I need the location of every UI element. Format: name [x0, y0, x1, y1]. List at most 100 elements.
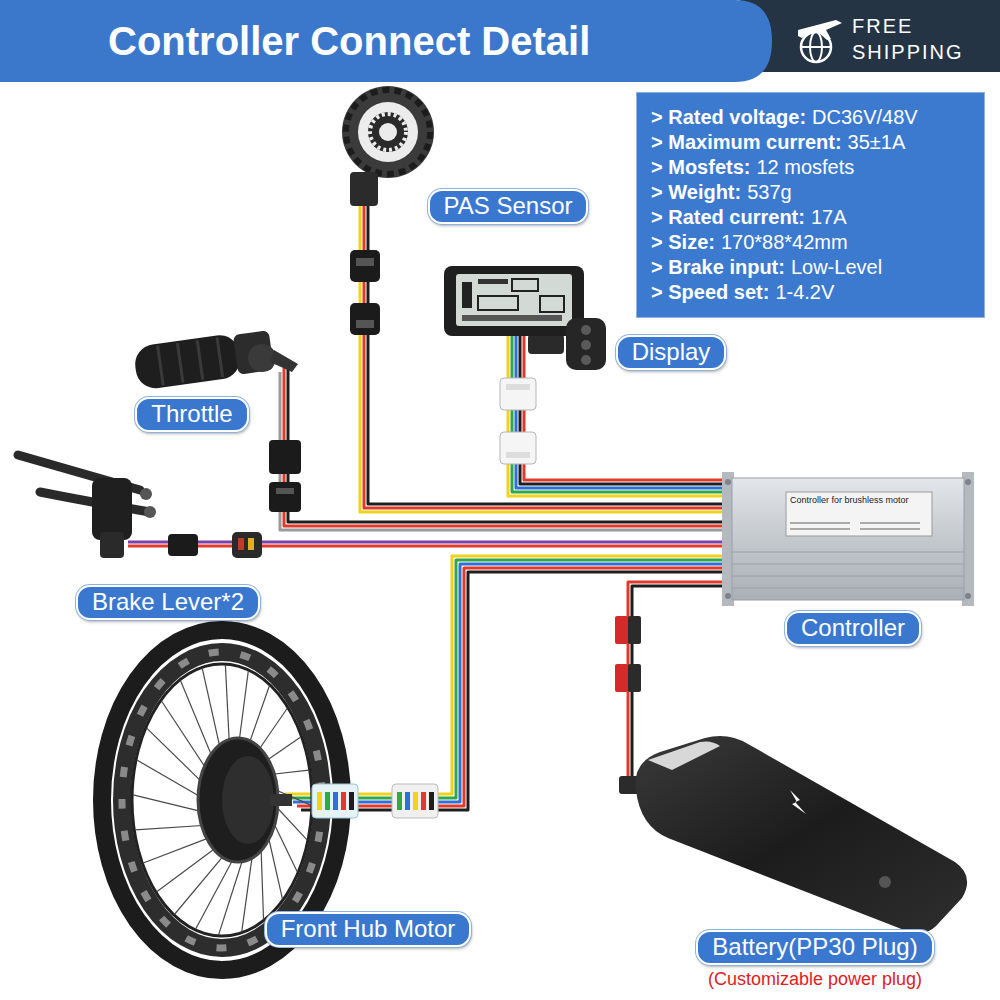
wheel-illustration [317, 792, 322, 810]
display-illustration [581, 325, 591, 335]
title-banner [0, 0, 1000, 82]
controller-illustration [732, 478, 964, 600]
pas-sensor-illustration [350, 250, 380, 282]
display-illustration [500, 378, 536, 410]
pas-sensor-illustration [342, 86, 434, 178]
spec-row: > Weight:537g [651, 180, 970, 205]
display-illustration [456, 274, 572, 326]
label-holder: FREE SHIPPING [852, 13, 984, 65]
spec-value: 1-4.2V [775, 281, 834, 303]
display-illustration [512, 279, 538, 291]
wire [508, 336, 722, 496]
spec-panel: > Rated voltage:DC36V/48V> Maximum curre… [636, 92, 985, 318]
controller-illustration [786, 492, 932, 536]
spec-key: > Rated voltage: [651, 106, 806, 128]
spec-key: > Maximum current: [651, 131, 842, 153]
wheel-illustration [429, 792, 434, 810]
wheel-illustration [349, 792, 354, 810]
spec-row: > Maximum current: 35±1A [651, 130, 970, 155]
wheel-illustration [222, 756, 274, 844]
battery-illustration [648, 742, 720, 771]
battery-illustration [628, 664, 641, 692]
pas-sensor-illustration [342, 86, 434, 335]
display-illustration [506, 452, 530, 458]
controller-illustration [732, 576, 964, 577]
spec-row: > Size: 170*88*42mm [651, 230, 970, 255]
pas-sensor-illustration [358, 102, 418, 162]
wire [364, 196, 726, 508]
label-holder: (Customizable power plug) [708, 968, 922, 990]
controller-illustration [790, 522, 850, 524]
display-illustration [444, 266, 606, 464]
part-label: PAS Sensor [428, 189, 589, 224]
wheel-illustration [392, 784, 438, 818]
wire [128, 545, 722, 548]
wire [520, 324, 734, 484]
spec-value: 17A [811, 206, 847, 228]
pas-sensor-illustration [368, 112, 408, 152]
part-name: Battery(PP30 Plug) [712, 933, 917, 960]
spec-value: 35±1A [848, 131, 906, 153]
brake-lever-illustration [140, 488, 152, 500]
throttle-illustration [269, 440, 301, 474]
wheel-spoke [133, 665, 311, 935]
part-name: Throttle [151, 400, 232, 427]
wire [512, 332, 726, 492]
spec-value: Low-Level [791, 256, 882, 278]
wire [360, 200, 722, 512]
throttle-illustration [270, 350, 298, 372]
pas-sensor-illustration [346, 90, 430, 174]
wheel-spoke [137, 760, 206, 800]
display-illustration [581, 340, 591, 350]
controller-illustration [965, 593, 971, 599]
pas-sensor-illustration [356, 258, 374, 266]
title-holder: Controller Connect Detail [108, 17, 590, 65]
wheel-illustration [421, 792, 426, 810]
wheel-illustration [325, 792, 330, 810]
battery-illustration [636, 736, 968, 933]
brake-lever-illustration [232, 532, 262, 558]
spec-value: 537g [747, 181, 792, 203]
controller-illustration [790, 528, 850, 530]
spec-key: > Size: [651, 231, 715, 253]
brake-lever-illustration [168, 534, 198, 556]
title: Controller Connect Detail [108, 17, 590, 65]
brake-lever-illustration [238, 538, 244, 550]
wire [289, 560, 726, 798]
spec-row: > Speed set:1-4.2V [651, 280, 970, 305]
pas-sensor-illustration [370, 114, 406, 150]
plug-note: (Customizable power plug) [708, 968, 922, 990]
wheel-illustration [397, 792, 402, 810]
wheel-illustration [413, 792, 418, 810]
shipping-icon [798, 20, 842, 40]
shipping-icon [801, 46, 831, 48]
display-illustration [506, 384, 530, 390]
wheel-spoke [147, 728, 207, 787]
part-label: Front Hub Motor [265, 912, 472, 947]
spec-row: > Rated voltage:DC36V/48V [651, 105, 970, 130]
spec-value: 170*88*42mm [721, 231, 848, 253]
spec-key: > Brake input: [651, 256, 785, 278]
wheel-spoke [143, 835, 215, 863]
controller-illustration [722, 472, 974, 606]
wire [284, 368, 726, 526]
part-label: Brake Lever*2 [76, 585, 260, 620]
wire [285, 556, 722, 794]
throttle-illustration [177, 343, 183, 383]
wire [128, 541, 722, 544]
wire [524, 320, 738, 480]
battery-illustration [615, 664, 628, 692]
title-banner [0, 0, 772, 82]
brake-lever-illustration [248, 538, 254, 550]
controller-illustration [725, 593, 731, 599]
display-illustration [478, 279, 508, 284]
brake-lever-illustration [144, 506, 156, 518]
title-banner [740, 0, 1000, 72]
spec-row: > Mosfets:12 mosfets [651, 155, 970, 180]
wire [628, 582, 722, 782]
display-illustration [462, 282, 472, 308]
part-name: Front Hub Motor [281, 915, 456, 942]
wheel-illustration [341, 792, 346, 810]
controller-illustration [860, 522, 920, 524]
part-name: Brake Lever*2 [92, 588, 244, 615]
